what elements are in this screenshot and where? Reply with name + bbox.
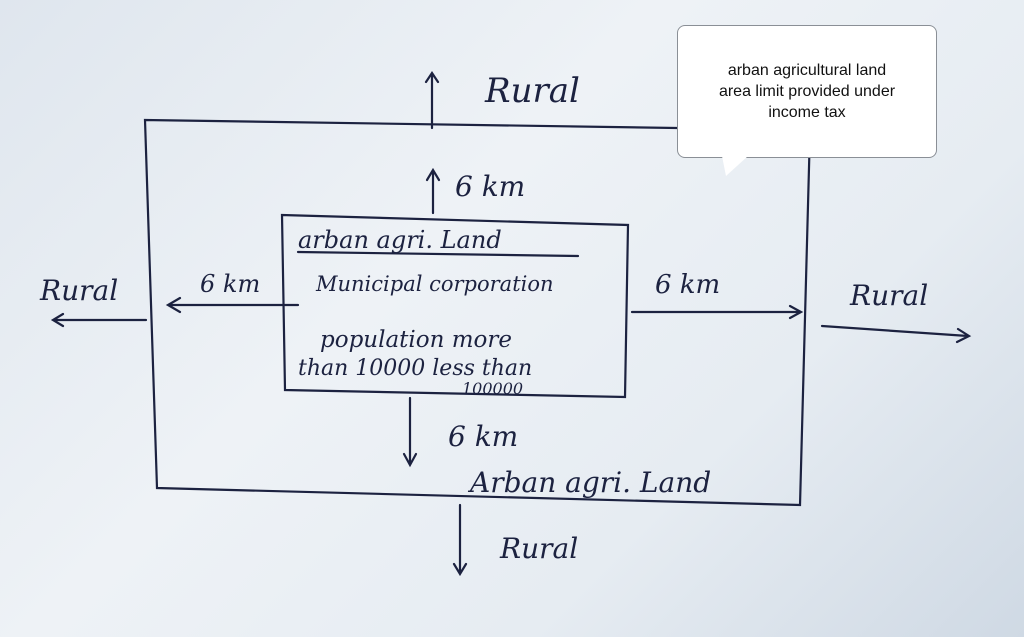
label-distance-left: 6 km xyxy=(200,270,260,298)
inner-line-4: 100000 xyxy=(462,379,523,398)
inner-line-1: Municipal corporation xyxy=(315,272,554,296)
label-distance-right: 6 km xyxy=(655,270,720,300)
arrow-up-6km xyxy=(425,167,441,215)
label-distance-top: 6 km xyxy=(455,170,525,203)
callout-tail xyxy=(722,156,748,176)
arrow-up-rural xyxy=(424,71,440,130)
arrow-down-6km xyxy=(402,396,418,468)
label-rural-right: Rural xyxy=(849,279,928,312)
arrow-right-6km xyxy=(630,304,804,320)
callout-bubble: arban agricultural land area limit provi… xyxy=(677,25,937,158)
title-underline xyxy=(296,250,580,258)
callout-text: arban agricultural land area limit provi… xyxy=(718,62,896,121)
arrow-left-6km xyxy=(165,296,300,314)
inner-line-2: population more xyxy=(320,327,512,353)
inner-boundary xyxy=(280,213,630,399)
outer-boundary xyxy=(143,118,812,507)
label-rural-top: Rural xyxy=(484,71,580,111)
arrow-left-rural xyxy=(50,312,148,328)
label-rural-bottom: Rural xyxy=(499,532,578,565)
outer-label: Arban agri. Land xyxy=(467,466,711,499)
inner-line-3: than 10000 less than xyxy=(298,356,532,381)
inner-title: arban agri. Land xyxy=(298,226,502,254)
arrow-right-rural xyxy=(820,324,972,344)
label-rural-left: Rural xyxy=(39,274,118,307)
arrow-down-rural xyxy=(452,503,468,577)
label-distance-bottom: 6 km xyxy=(448,420,518,453)
